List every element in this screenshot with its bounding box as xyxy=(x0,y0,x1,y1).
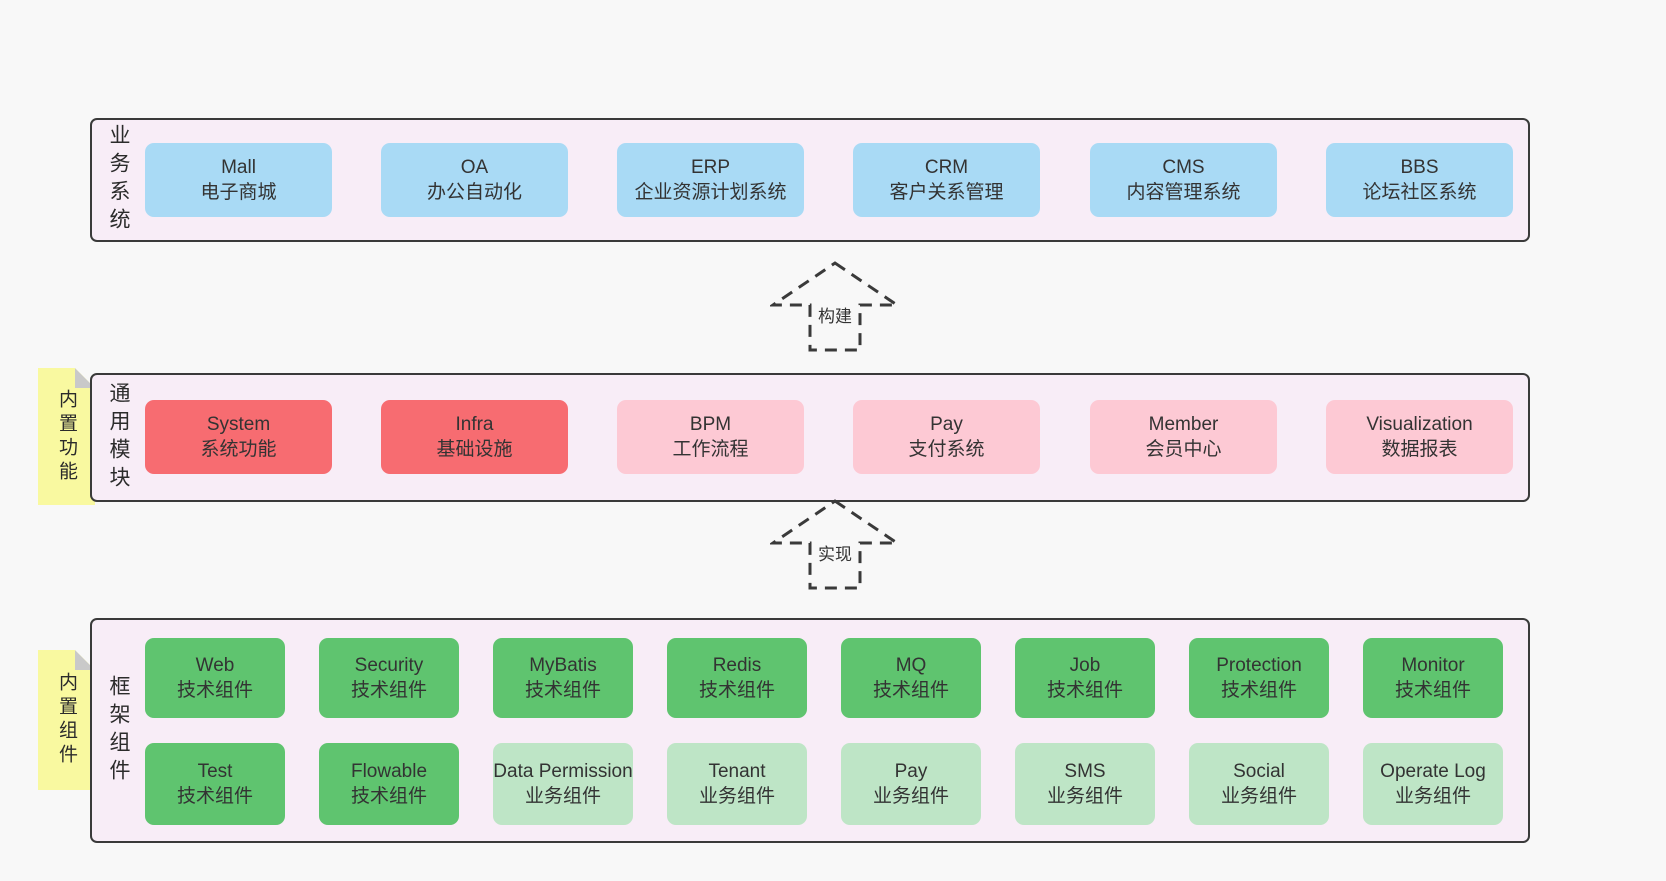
box-operate-log-zh: 业务组件 xyxy=(1394,786,1471,807)
box-tenant-zh: 业务组件 xyxy=(698,786,775,807)
box-data-permission-en: Data Permission xyxy=(493,761,633,782)
box-erp-zh: 企业资源计划系统 xyxy=(634,182,787,203)
box-operate-log: Operate Log 业务组件 xyxy=(1363,743,1503,825)
box-monitor: Monitor 技术组件 xyxy=(1363,638,1503,718)
panel-modules-label: 通用模块 xyxy=(107,381,130,494)
box-sms-en: SMS xyxy=(1064,761,1106,782)
arrow-implement: 实现 xyxy=(770,498,900,592)
box-test-zh: 技术组件 xyxy=(176,786,253,807)
box-visualization-en: Visualization xyxy=(1366,414,1473,435)
box-erp: ERP 企业资源计划系统 xyxy=(617,143,804,217)
box-oa-zh: 办公自动化 xyxy=(426,182,522,203)
box-bpm-zh: 工作流程 xyxy=(672,439,749,460)
box-web-en: Web xyxy=(195,655,235,676)
box-security-zh: 技术组件 xyxy=(350,680,427,701)
box-system-zh: 系统功能 xyxy=(200,439,277,460)
box-redis-en: Redis xyxy=(712,655,762,676)
box-pay-component-en: Pay xyxy=(894,761,928,782)
box-job-en: Job xyxy=(1069,655,1101,676)
box-mybatis-en: MyBatis xyxy=(529,655,597,676)
box-tenant-en: Tenant xyxy=(708,761,766,782)
box-data-permission: Data Permission 业务组件 xyxy=(493,743,633,825)
box-bbs-zh: 论坛社区系统 xyxy=(1362,182,1477,203)
box-protection: Protection 技术组件 xyxy=(1189,638,1329,718)
arrow-build: 构建 xyxy=(770,260,900,354)
panel-framework-label: 框架组件 xyxy=(107,674,130,787)
box-security: Security 技术组件 xyxy=(319,638,459,718)
box-redis-zh: 技术组件 xyxy=(698,680,775,701)
box-data-permission-zh: 业务组件 xyxy=(524,786,601,807)
box-visualization: Visualization 数据报表 xyxy=(1326,400,1513,474)
box-crm: CRM 客户关系管理 xyxy=(853,143,1040,217)
box-cms-zh: 内容管理系统 xyxy=(1126,182,1241,203)
box-infra: Infra 基础设施 xyxy=(381,400,568,474)
box-bpm-en: BPM xyxy=(689,414,732,435)
box-mall-en: Mall xyxy=(221,157,256,178)
box-protection-zh: 技术组件 xyxy=(1220,680,1297,701)
box-job: Job 技术组件 xyxy=(1015,638,1155,718)
box-sms-zh: 业务组件 xyxy=(1046,786,1123,807)
box-redis: Redis 技术组件 xyxy=(667,638,807,718)
box-mall: Mall 电子商城 xyxy=(145,143,332,217)
arrow-implement-label: 实现 xyxy=(815,540,855,565)
box-operate-log-en: Operate Log xyxy=(1380,761,1486,782)
box-pay-component: Pay 业务组件 xyxy=(841,743,981,825)
box-crm-zh: 客户关系管理 xyxy=(889,182,1004,203)
box-mybatis: MyBatis 技术组件 xyxy=(493,638,633,718)
box-pay-module-en: Pay xyxy=(930,414,963,435)
box-member-zh: 会员中心 xyxy=(1145,439,1222,460)
box-system-en: System xyxy=(206,414,271,435)
box-bbs: BBS 论坛社区系统 xyxy=(1326,143,1513,217)
box-system: System 系统功能 xyxy=(145,400,332,474)
box-monitor-en: Monitor xyxy=(1401,655,1465,676)
box-social-en: Social xyxy=(1233,761,1285,782)
sticky-note-builtin-features: 内置功能 xyxy=(38,368,95,505)
box-protection-en: Protection xyxy=(1216,655,1302,676)
box-mq: MQ 技术组件 xyxy=(841,638,981,718)
panel-business-label: 业务系统 xyxy=(107,124,130,236)
box-infra-en: Infra xyxy=(455,414,494,435)
panel-framework-components: 框架组件 Web 技术组件 Security 技术组件 MyBatis 技术组件… xyxy=(90,618,1530,843)
arrow-build-label: 构建 xyxy=(815,302,855,327)
box-mq-en: MQ xyxy=(895,655,927,676)
box-security-en: Security xyxy=(354,655,424,676)
box-pay-module-zh: 支付系统 xyxy=(908,439,985,460)
sticky-note-builtin-components: 内置组件 xyxy=(38,650,95,790)
box-monitor-zh: 技术组件 xyxy=(1394,680,1471,701)
box-test-en: Test xyxy=(197,761,233,782)
box-sms: SMS 业务组件 xyxy=(1015,743,1155,825)
box-mybatis-zh: 技术组件 xyxy=(524,680,601,701)
box-crm-en: CRM xyxy=(924,157,969,178)
box-web: Web 技术组件 xyxy=(145,638,285,718)
box-bpm: BPM 工作流程 xyxy=(617,400,804,474)
panel-business-systems: 业务系统 Mall 电子商城 OA 办公自动化 ERP 企业资源计划系统 CRM… xyxy=(90,118,1530,242)
box-oa-en: OA xyxy=(460,157,489,178)
box-bbs-en: BBS xyxy=(1400,157,1439,178)
box-erp-en: ERP xyxy=(690,157,731,178)
box-member: Member 会员中心 xyxy=(1090,400,1277,474)
note-builtin-features-label: 内置功能 xyxy=(56,388,77,485)
box-oa: OA 办公自动化 xyxy=(381,143,568,217)
box-infra-zh: 基础设施 xyxy=(436,439,513,460)
box-flowable: Flowable 技术组件 xyxy=(319,743,459,825)
box-test: Test 技术组件 xyxy=(145,743,285,825)
box-social: Social 业务组件 xyxy=(1189,743,1329,825)
box-pay-component-zh: 业务组件 xyxy=(872,786,949,807)
box-web-zh: 技术组件 xyxy=(176,680,253,701)
box-mall-zh: 电子商城 xyxy=(200,182,277,203)
panel-common-modules: 通用模块 System 系统功能 Infra 基础设施 BPM 工作流程 Pay… xyxy=(90,373,1530,502)
box-cms-en: CMS xyxy=(1162,157,1205,178)
box-job-zh: 技术组件 xyxy=(1046,680,1123,701)
box-social-zh: 业务组件 xyxy=(1220,786,1297,807)
box-visualization-zh: 数据报表 xyxy=(1381,439,1458,460)
box-pay-module: Pay 支付系统 xyxy=(853,400,1040,474)
box-flowable-en: Flowable xyxy=(350,761,428,782)
box-mq-zh: 技术组件 xyxy=(872,680,949,701)
box-flowable-zh: 技术组件 xyxy=(350,786,427,807)
box-cms: CMS 内容管理系统 xyxy=(1090,143,1277,217)
box-tenant: Tenant 业务组件 xyxy=(667,743,807,825)
box-member-en: Member xyxy=(1148,414,1219,435)
note-builtin-components-label: 内置组件 xyxy=(56,672,77,768)
